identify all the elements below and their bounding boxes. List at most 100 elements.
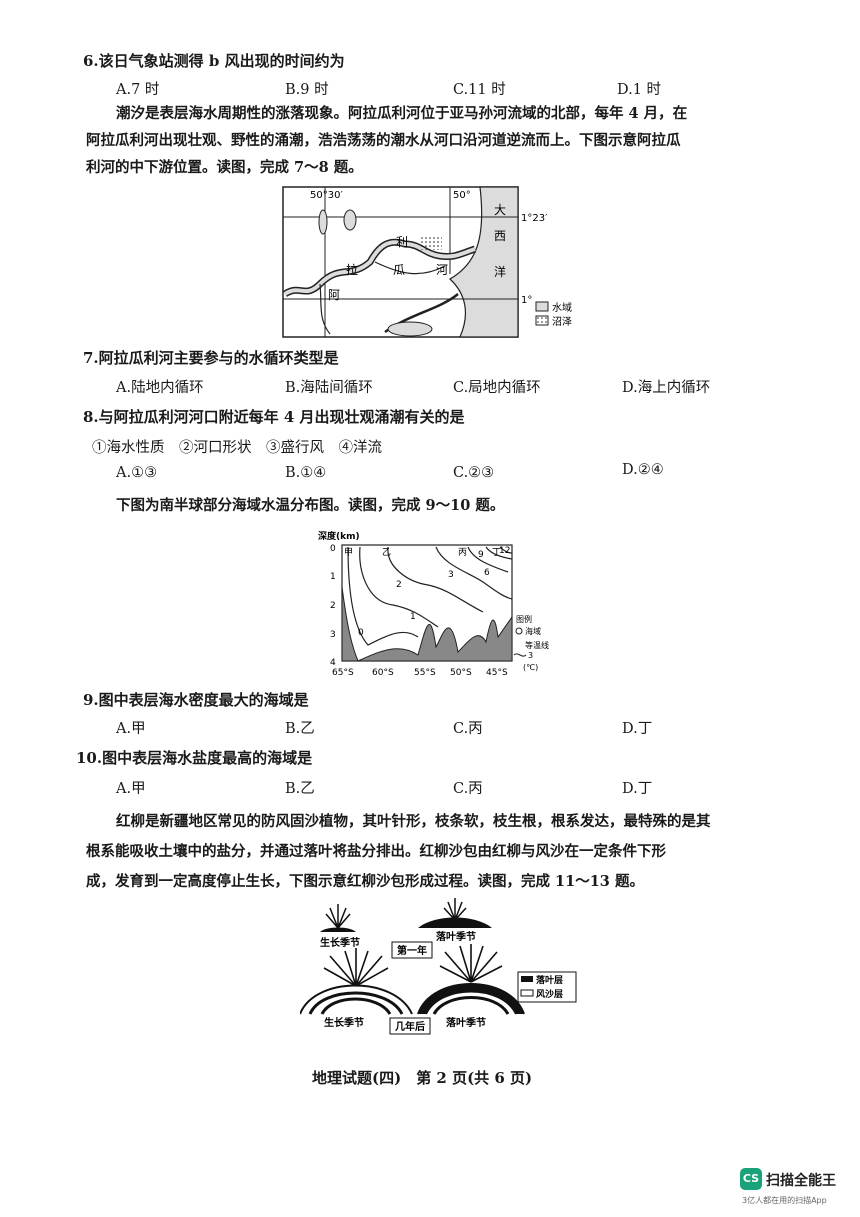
x-tick: 60°S: [372, 668, 394, 678]
q6-option-b: B.9 时: [285, 82, 329, 98]
isotherm-label: 2: [396, 580, 402, 590]
river-label-char: 河: [436, 263, 448, 277]
river-label-char: 拉: [346, 262, 358, 277]
legend-swamp-swatch: [535, 315, 549, 326]
x-tick: 45°S: [486, 668, 508, 678]
q10-option-c: C.丙: [453, 781, 483, 797]
q7-stem: 7.阿拉瓜利河主要参与的水循环类型是: [83, 349, 339, 367]
map-lat-label: 1°: [521, 295, 532, 306]
q10-option-d: D.丁: [622, 781, 653, 797]
tamarisk-dune-figure: 生长季节 落叶季节 第一年 生长季节 落叶季节 几年后 落叶层 风沙层: [300, 898, 577, 1035]
q7-option-d: D.海上内循环: [622, 380, 711, 396]
q10-option-a: A.甲: [116, 781, 146, 797]
passage-sea-temp: 下图为南半球部分海域水温分布图。读图，完成 9～10 题。: [116, 497, 505, 514]
q7-option-a: A.陆地内循环: [116, 380, 204, 396]
ocean-label-char: 洋: [494, 264, 506, 279]
q6-option-a: A.7 时: [116, 82, 160, 98]
passage-line: 根系能吸收土壤中的盐分，并通过落叶将盐分排出。红柳沙包由红柳与风沙在一定条件下形: [86, 843, 666, 860]
river-label-char: 瓜: [393, 263, 405, 277]
q9-stem: 9.图中表层海水密度最大的海域是: [83, 691, 309, 709]
q9-option-a: A.甲: [116, 721, 146, 737]
q8-option-c: C.②③: [453, 465, 495, 481]
y-tick: 1: [330, 572, 336, 582]
map-lon-label: 50°: [453, 190, 471, 201]
dune-growing: [300, 948, 413, 1015]
legend-sand-label: 风沙层: [536, 989, 563, 1000]
label-box-year1: [391, 941, 433, 959]
x-tick: 55°S: [414, 668, 436, 678]
isotherm-label: 1: [410, 612, 416, 622]
region-label: 乙: [382, 547, 391, 558]
label-growing-season-later: 生长季节: [324, 1016, 364, 1029]
region-label: 丙: [458, 547, 467, 558]
araguari-river-map: 50°30′ 50° 1°23′ 1° 大 西 洋 利 拉 瓜 河 阿 水域 沼…: [282, 186, 572, 338]
y-tick: 0: [330, 544, 336, 554]
legend-water-label: 水域: [552, 301, 572, 314]
legend-sea-icon: [515, 627, 523, 635]
legend-leaf-label: 落叶层: [536, 974, 563, 986]
y-tick: 2: [330, 601, 336, 611]
camscanner-logo-icon: CS: [740, 1168, 762, 1190]
legend-isotherm-icon: [513, 653, 527, 657]
ocean-label-char: 西: [494, 229, 506, 243]
label-falling-season-later: 落叶季节: [446, 1016, 486, 1029]
isotherm-label: 0: [358, 628, 364, 638]
q7-option-b: B.海陆间循环: [285, 380, 373, 396]
q10-option-b: B.乙: [285, 781, 315, 797]
passage-line: 成，发育到一定高度停止生长，下图示意红柳沙包形成过程。读图，完成 11～13 题…: [86, 873, 644, 890]
label-falling-season: 落叶季节: [436, 930, 476, 943]
passage-line: 红柳是新疆地区常见的防风固沙植物，其叶针形，枝条软，枝生根，根系发达，最特殊的是…: [116, 813, 711, 830]
river-label-char: 利: [396, 235, 408, 249]
label-years-later: 几年后: [395, 1020, 425, 1033]
ocean-label-char: 大: [494, 203, 506, 217]
q8-option-a: A.①③: [116, 465, 158, 481]
shrub-small-falling: [418, 898, 492, 928]
q7-option-c: C.局地内循环: [453, 380, 541, 396]
isotherm-label: 9: [478, 550, 484, 560]
legend-sand-swatch: [520, 989, 534, 997]
label-year1: 第一年: [397, 944, 427, 957]
sea-temperature-chart: 深度(km) 0 1 2 3 6 9 12 甲 乙 丙 丁 0 1 2 3 4 …: [318, 530, 549, 678]
page-footer: 地理试题(四) 第 2 页(共 6 页): [312, 1069, 533, 1087]
x-tick: 65°S: [332, 668, 354, 678]
isotherm-label: 12: [499, 546, 510, 556]
legend-swamp-label: 沼泽: [552, 315, 572, 328]
legend-isotherm-value: 3: [528, 651, 533, 660]
chart-legend-title: 图例: [516, 614, 532, 624]
y-tick: 3: [330, 630, 336, 640]
q9-option-b: B.乙: [285, 721, 315, 737]
q6-option-c: C.11 时: [453, 82, 506, 98]
isotherm-label: 6: [484, 568, 490, 578]
q8-stem: 8.与阿拉瓜利河河口附近每年 4 月出现壮观涌潮有关的是: [83, 408, 465, 426]
region-label: 甲: [344, 547, 353, 558]
dune-falling: [417, 944, 525, 1015]
chart-ylabel: 深度(km): [318, 530, 360, 542]
q9-option-d: D.丁: [622, 721, 653, 737]
legend-isotherm-label: 等温线: [525, 640, 549, 650]
camscanner-name: 扫描全能王: [766, 1173, 836, 1189]
passage-line: 利河的中下游位置。读图，完成 7～8 题。: [86, 159, 363, 176]
q8-option-b: B.①④: [285, 465, 327, 481]
map-lon-label: 50°30′: [310, 190, 343, 201]
map-lat-label: 1°23′: [521, 213, 548, 224]
river-label-char: 阿: [328, 288, 340, 302]
isotherm-label: 3: [448, 570, 454, 580]
camscanner-tagline: 3亿人都在用的扫描App: [742, 1196, 827, 1205]
y-tick: 4: [330, 658, 336, 668]
q9-option-c: C.丙: [453, 721, 483, 737]
legend-water-swatch: [535, 301, 549, 312]
label-box-years-later: [389, 1017, 431, 1035]
q8-items: ①海水性质 ②河口形状 ③盛行风 ④洋流: [92, 440, 382, 456]
shrub-small-growing: [320, 904, 356, 932]
passage-line: 阿拉瓜利河出现壮观、野性的涌潮，浩浩荡荡的潮水从河口沿河道逆流而上。下图示意阿拉…: [86, 132, 681, 149]
q10-stem: 10.图中表层海水盐度最高的海域是: [76, 749, 313, 767]
q8-option-d: D.②④: [622, 462, 664, 478]
passage-tidal-bore: 潮汐是表层海水周期性的涨落现象。阿拉瓜利河位于亚马孙河流域的北部，每年 4 月，…: [86, 100, 776, 181]
q6-stem: 6.该日气象站测得 b 风出现的时间约为: [83, 52, 345, 70]
x-tick: 50°S: [450, 668, 472, 678]
legend-sea-label: 海域: [525, 626, 541, 636]
passage-line: 潮汐是表层海水周期性的涨落现象。阿拉瓜利河位于亚马孙河流域的北部，每年 4 月，…: [116, 105, 688, 122]
label-growing-season: 生长季节: [320, 936, 360, 949]
region-label: 丁: [492, 548, 501, 558]
q6-option-d: D.1 时: [617, 82, 662, 98]
